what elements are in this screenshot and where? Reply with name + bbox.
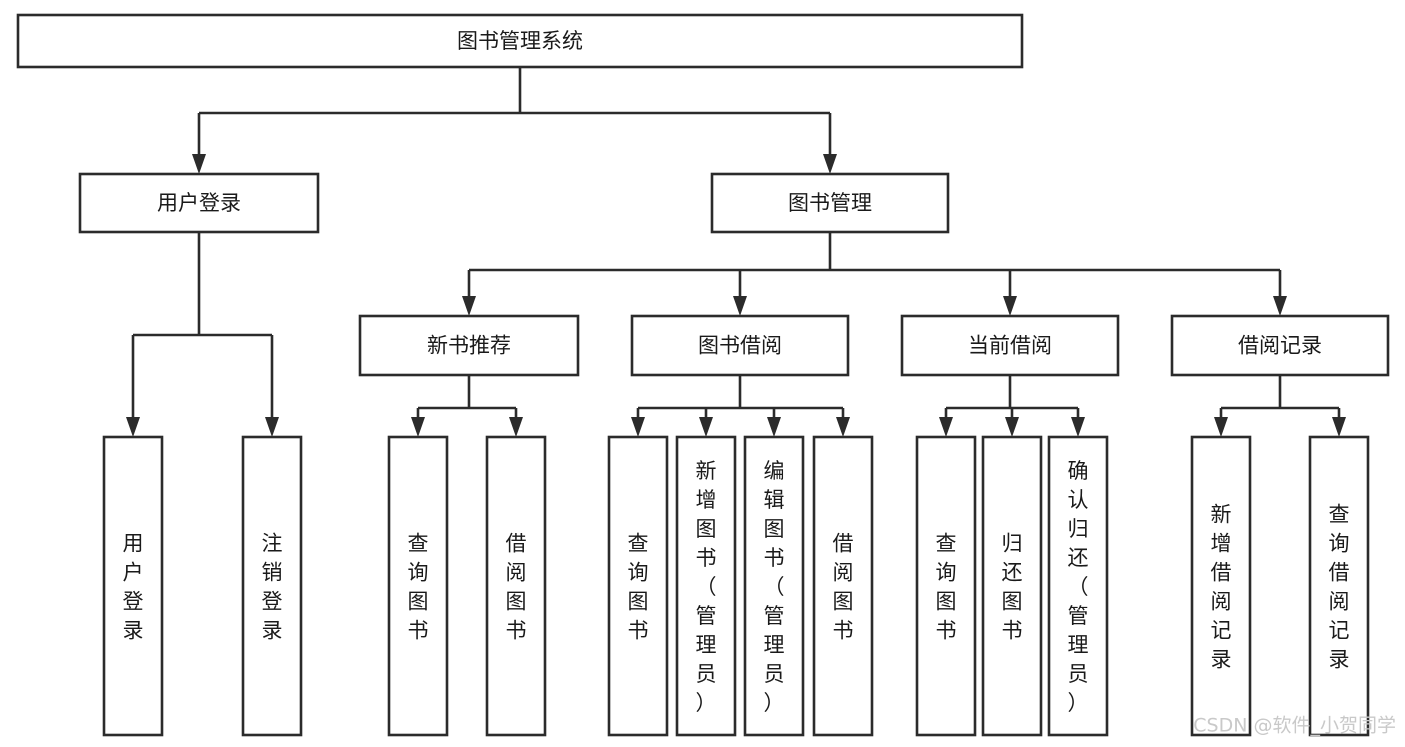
node-label-leaf-edit-book: 编辑图书（管理员） — [764, 459, 785, 715]
node-label-leaf-borrow-book-1: 借阅图书 — [506, 532, 527, 643]
node-box-leaf-confirm-return — [1047, 435, 1109, 737]
node-box-leaf-borrow-book-2 — [812, 435, 874, 737]
arrow-head-leaf-query-record — [1332, 417, 1346, 437]
node-box-leaf-borrow-book-1 — [485, 435, 547, 737]
node-box-new-book-rec — [358, 314, 580, 377]
node-root[interactable]: 图书管理系统 — [16, 13, 1024, 69]
node-box-leaf-query-book-2 — [607, 435, 669, 737]
node-label-leaf-borrow-book-2: 借阅图书 — [833, 532, 854, 643]
arrow-head-current-borrow — [1003, 296, 1017, 316]
node-user-login[interactable]: 用户登录 — [78, 172, 320, 234]
arrow-head-leaf-query-book-2 — [631, 417, 645, 437]
node-leaf-logout[interactable]: 注销登录 — [241, 435, 303, 737]
arrow-head-leaf-return-book — [1005, 417, 1019, 437]
node-book-manage[interactable]: 图书管理 — [710, 172, 950, 234]
node-borrow-record[interactable]: 借阅记录 — [1170, 314, 1390, 377]
node-box-leaf-query-book-1 — [387, 435, 449, 737]
connector-group-borrow-record — [1214, 375, 1346, 437]
node-box-leaf-logout — [241, 435, 303, 737]
node-leaf-query-record[interactable]: 查询借阅记录 — [1308, 435, 1370, 737]
node-new-book-rec[interactable]: 新书推荐 — [358, 314, 580, 377]
connector-group-new-book-rec — [411, 375, 523, 437]
node-box-leaf-query-record — [1308, 435, 1370, 737]
node-leaf-user-login[interactable]: 用户登录 — [102, 435, 164, 737]
node-label-borrow-record: 借阅记录 — [1238, 334, 1322, 358]
connector-group-root — [192, 67, 837, 174]
connector-group-current-borrow — [939, 375, 1085, 437]
node-leaf-confirm-return[interactable]: 确认归还（管理员） — [1047, 435, 1109, 737]
node-current-borrow[interactable]: 当前借阅 — [900, 314, 1120, 377]
node-box-leaf-query-book-3 — [915, 435, 977, 737]
node-leaf-query-book-1[interactable]: 查询图书 — [387, 435, 449, 737]
node-label-leaf-return-book: 归还图书 — [1002, 532, 1023, 643]
connector-layer — [126, 67, 1346, 437]
node-label-leaf-add-book: 新增图书（管理员） — [696, 459, 717, 715]
node-box-book-manage — [710, 172, 950, 234]
arrow-head-leaf-logout — [265, 417, 279, 437]
arrow-head-book-borrow — [733, 296, 747, 316]
node-box-leaf-return-book — [981, 435, 1043, 737]
node-box-book-borrow — [630, 314, 850, 377]
connector-group-user-login — [126, 232, 279, 437]
node-box-leaf-edit-book — [743, 435, 805, 737]
node-label-leaf-query-record: 查询借阅记录 — [1329, 503, 1350, 672]
node-box-leaf-user-login — [102, 435, 164, 737]
node-label-root: 图书管理系统 — [457, 29, 583, 53]
node-label-leaf-add-record: 新增借阅记录 — [1211, 503, 1232, 672]
node-label-leaf-confirm-return: 确认归还（管理员） — [1068, 459, 1089, 715]
node-box-user-login — [78, 172, 320, 234]
node-leaf-add-book[interactable]: 新增图书（管理员） — [675, 435, 737, 737]
node-box-leaf-add-record — [1190, 435, 1252, 737]
node-label-leaf-user-login: 用户登录 — [123, 532, 144, 643]
node-box-current-borrow — [900, 314, 1120, 377]
arrow-head-leaf-confirm-return — [1071, 417, 1085, 437]
node-label-leaf-query-book-3: 查询图书 — [936, 532, 957, 643]
node-label-leaf-query-book-1: 查询图书 — [408, 532, 429, 643]
node-box-borrow-record — [1170, 314, 1390, 377]
watermark-label: CSDN @软件_小贺同学 — [1193, 715, 1396, 737]
connector-group-book-borrow — [631, 375, 850, 437]
node-label-current-borrow: 当前借阅 — [968, 334, 1052, 358]
node-box-leaf-add-book — [675, 435, 737, 737]
node-leaf-return-book[interactable]: 归还图书 — [981, 435, 1043, 737]
node-leaf-edit-book[interactable]: 编辑图书（管理员） — [743, 435, 805, 737]
node-layer: 图书管理系统用户登录图书管理新书推荐图书借阅当前借阅借阅记录用户登录注销登录查询… — [16, 13, 1390, 737]
arrow-head-leaf-query-book-1 — [411, 417, 425, 437]
arrow-head-leaf-edit-book — [767, 417, 781, 437]
node-leaf-query-book-2[interactable]: 查询图书 — [607, 435, 669, 737]
node-label-user-login: 用户登录 — [157, 191, 241, 215]
node-leaf-borrow-book-2[interactable]: 借阅图书 — [812, 435, 874, 737]
node-label-leaf-logout: 注销登录 — [262, 532, 283, 643]
arrow-head-borrow-record — [1273, 296, 1287, 316]
arrow-head-user-login — [192, 154, 206, 174]
node-label-book-manage: 图书管理 — [788, 191, 872, 215]
node-leaf-borrow-book-1[interactable]: 借阅图书 — [485, 435, 547, 737]
arrow-head-leaf-add-book — [699, 417, 713, 437]
node-label-book-borrow: 图书借阅 — [698, 334, 782, 358]
connector-group-book-manage — [462, 232, 1287, 316]
arrow-head-leaf-borrow-book-1 — [509, 417, 523, 437]
node-book-borrow[interactable]: 图书借阅 — [630, 314, 850, 377]
arrow-head-leaf-borrow-book-2 — [836, 417, 850, 437]
node-label-leaf-query-book-2: 查询图书 — [628, 532, 649, 643]
arrow-head-leaf-user-login — [126, 417, 140, 437]
arrow-head-leaf-add-record — [1214, 417, 1228, 437]
arrow-head-new-book-rec — [462, 296, 476, 316]
node-label-new-book-rec: 新书推荐 — [427, 334, 511, 358]
node-leaf-query-book-3[interactable]: 查询图书 — [915, 435, 977, 737]
node-leaf-add-record[interactable]: 新增借阅记录 — [1190, 435, 1252, 737]
arrow-head-book-manage — [823, 154, 837, 174]
arrow-head-leaf-query-book-3 — [939, 417, 953, 437]
node-box-root — [16, 13, 1024, 69]
